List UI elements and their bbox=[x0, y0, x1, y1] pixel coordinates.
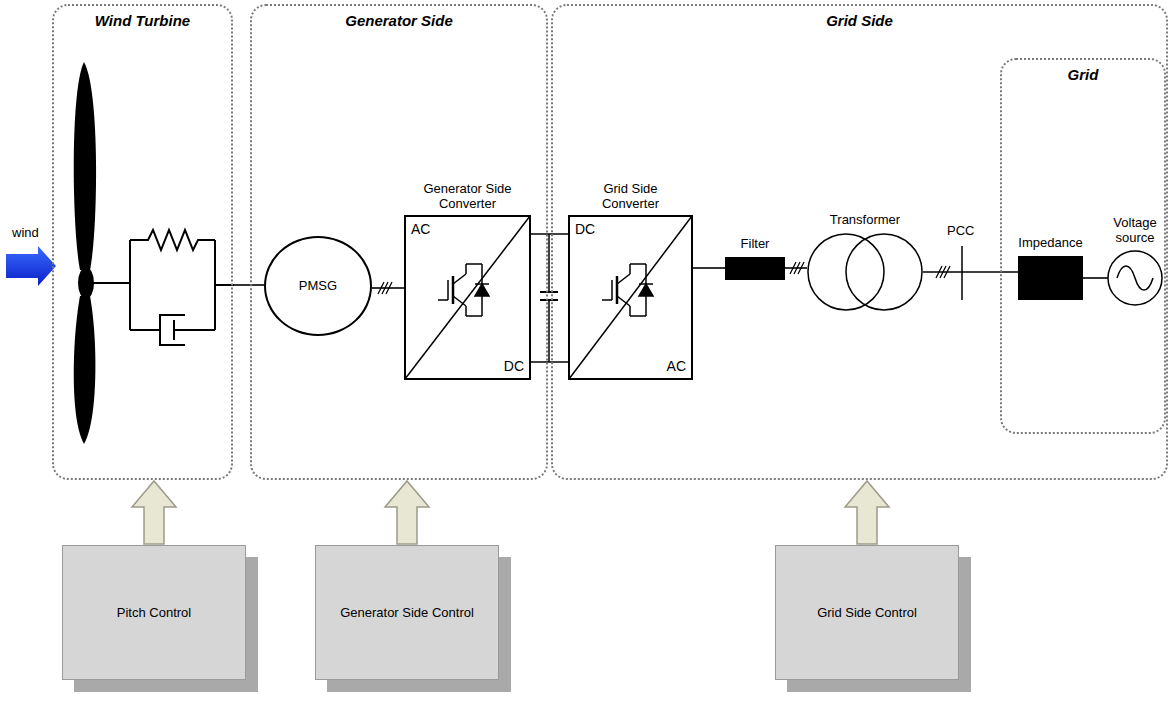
capacitor-plate bbox=[540, 291, 558, 293]
pcc-bar bbox=[961, 246, 963, 300]
wind-arrow bbox=[6, 246, 56, 286]
igbt-emitter bbox=[465, 306, 467, 316]
igbt-emitter bbox=[453, 296, 466, 306]
converter-box: Grid Side ConverterDCAC bbox=[568, 215, 693, 380]
igbt-symbol bbox=[438, 264, 489, 316]
wire bbox=[233, 284, 264, 286]
transformer-symbol bbox=[808, 234, 922, 310]
diode-symbol bbox=[475, 284, 489, 296]
igbt-collector bbox=[617, 274, 630, 284]
igbt-gate bbox=[602, 299, 612, 301]
region-panel: Grid Side ConverterDC AC Filter Transformer… bbox=[551, 4, 1168, 480]
converter-diagonal bbox=[405, 216, 530, 379]
filter-box: Filter bbox=[725, 257, 785, 280]
converter-diagonal bbox=[569, 216, 692, 379]
wire bbox=[372, 287, 404, 289]
port-label: DC bbox=[575, 221, 595, 237]
wire bbox=[923, 271, 1018, 273]
diode-wire bbox=[630, 315, 646, 317]
part-label: Impedance bbox=[1011, 236, 1091, 251]
wire bbox=[785, 267, 807, 269]
port-label: AC bbox=[667, 358, 686, 374]
part-label: Voltage source bbox=[1105, 216, 1165, 246]
port-label: DC bbox=[504, 358, 524, 374]
wire bbox=[531, 233, 568, 235]
igbt-body bbox=[452, 276, 455, 304]
control-arrow bbox=[845, 481, 889, 544]
part-label: Transformer bbox=[815, 213, 915, 228]
control-box: Pitch Control bbox=[62, 545, 246, 680]
region-title: Generator Side bbox=[252, 12, 546, 29]
diode-symbol bbox=[639, 283, 653, 285]
transformer: Transformer bbox=[807, 233, 923, 311]
igbt-body bbox=[616, 276, 619, 304]
control-arrow bbox=[385, 481, 429, 544]
control-box: Generator Side Control bbox=[315, 545, 499, 680]
spring-symbol bbox=[130, 230, 215, 250]
region-title: Wind Turbine bbox=[54, 12, 231, 29]
transformer-winding bbox=[846, 234, 922, 310]
dc-link bbox=[531, 234, 569, 362]
wind-label: wind bbox=[12, 226, 39, 241]
igbt-emitter bbox=[617, 296, 630, 306]
turbine-blade bbox=[74, 62, 96, 270]
control-box: Grid Side Control bbox=[775, 545, 959, 680]
source-circle bbox=[1108, 251, 1162, 305]
igbt-collector bbox=[453, 274, 466, 284]
region-title: Grid bbox=[1002, 66, 1164, 83]
grid-panel: ImpedanceVoltage sourceGrid bbox=[1000, 58, 1166, 434]
pcc-label: PCC bbox=[947, 224, 974, 239]
part-label: Grid Side Converter bbox=[591, 182, 671, 212]
converter-box: Generator Side ConverterACDC bbox=[404, 215, 531, 380]
dc-wire bbox=[531, 361, 569, 363]
diode-wire bbox=[466, 263, 482, 265]
igbt-gate bbox=[611, 280, 613, 300]
igbt-symbol bbox=[602, 264, 653, 316]
port-label: AC bbox=[411, 221, 430, 237]
turbine-blade bbox=[74, 296, 96, 444]
diode-wire bbox=[466, 315, 482, 317]
igbt-collector bbox=[465, 264, 467, 274]
impedance-box: Impedance bbox=[1018, 256, 1083, 300]
voltage-source-symbol bbox=[1108, 251, 1162, 305]
igbt-gate bbox=[447, 280, 449, 300]
shaft bbox=[92, 282, 130, 284]
region-title: Grid Side bbox=[553, 12, 1166, 29]
wire bbox=[693, 267, 725, 269]
wire bbox=[1083, 277, 1108, 279]
igbt-gate bbox=[438, 299, 448, 301]
part-label: Filter bbox=[725, 237, 785, 252]
igbt-emitter bbox=[629, 306, 631, 316]
capacitor-wire bbox=[548, 234, 550, 292]
part-label: Generator Side Converter bbox=[408, 182, 528, 212]
control-arrow bbox=[132, 481, 176, 544]
three-phase-mark bbox=[378, 262, 950, 294]
converter-symbol bbox=[405, 216, 692, 379]
damper-symbol bbox=[174, 329, 215, 331]
node-label: Pitch Control bbox=[63, 605, 245, 620]
diode-symbol bbox=[639, 284, 653, 296]
diode-symbol bbox=[475, 283, 489, 285]
sine-wave bbox=[1117, 266, 1153, 290]
node-label: PMSG bbox=[266, 279, 370, 294]
drive-train bbox=[92, 230, 234, 345]
node-label: Generator Side Control bbox=[316, 605, 498, 620]
igbt-collector bbox=[629, 264, 631, 274]
diode-wire bbox=[630, 263, 646, 265]
damper-symbol bbox=[130, 329, 160, 331]
capacitor-wire bbox=[548, 300, 550, 362]
shaft bbox=[129, 240, 131, 330]
node-label: Grid Side Control bbox=[776, 605, 958, 620]
region-panel: Wind Turbine bbox=[52, 4, 233, 480]
generator-circle: PMSG bbox=[264, 236, 372, 336]
turbine-hub bbox=[78, 267, 94, 299]
region-panel: PMSG Generator Side ConverterAC DC Generato… bbox=[250, 4, 548, 480]
voltage-source: Voltage source bbox=[1108, 251, 1162, 305]
